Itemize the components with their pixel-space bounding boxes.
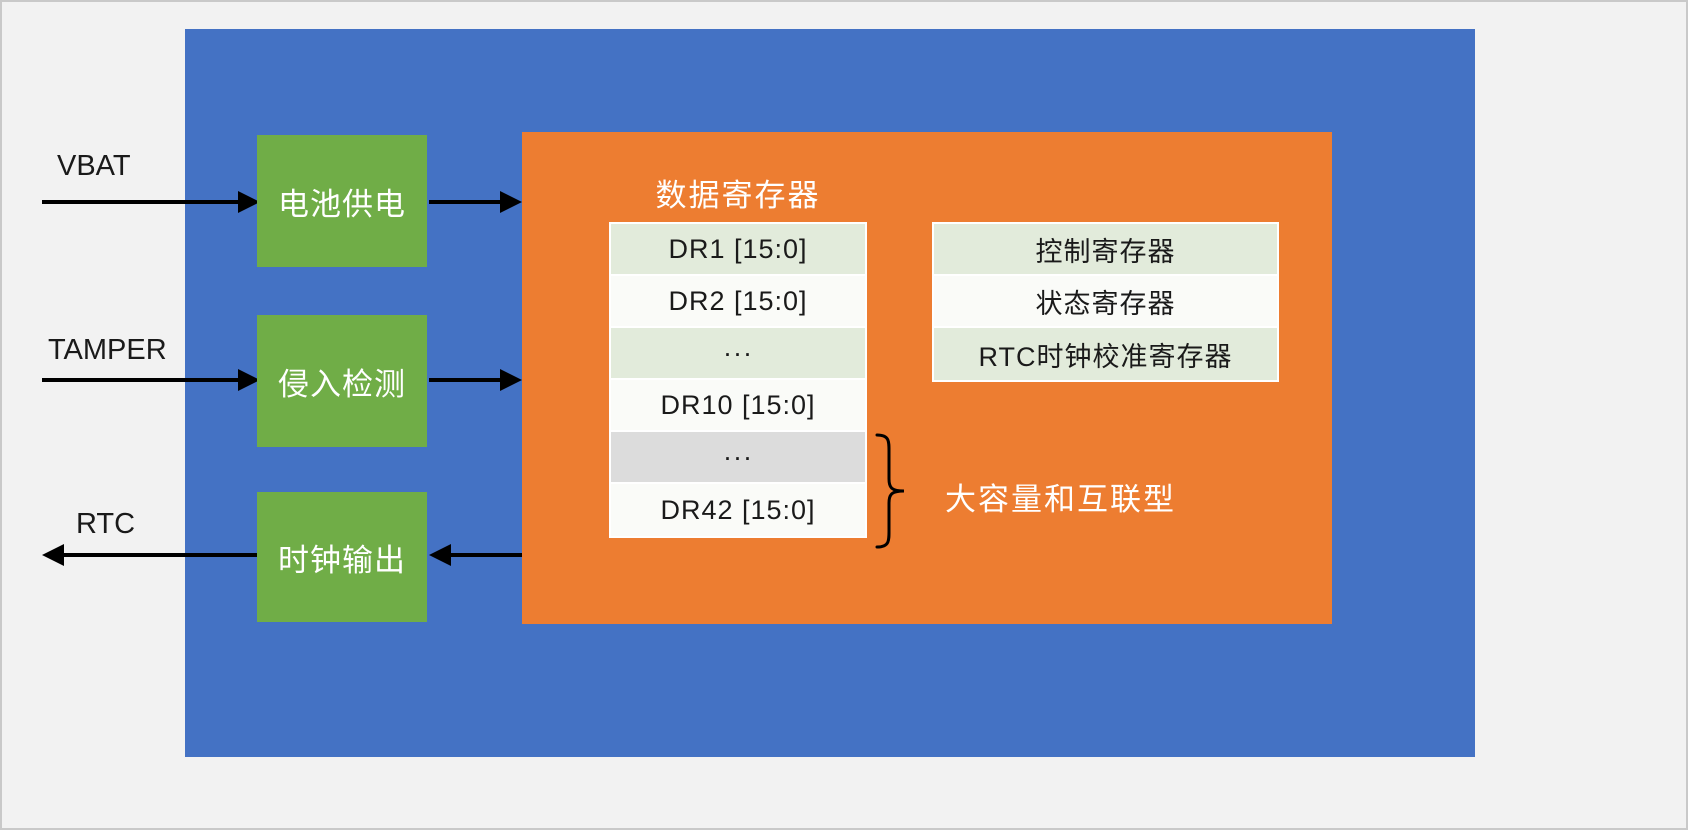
data-register-row: ··· (611, 328, 865, 380)
arrow-head-right-icon (238, 191, 260, 213)
tamper-detect-label: 侵入检测 (278, 366, 406, 402)
arrow-shaft (451, 553, 522, 557)
control-register-row: 控制寄存器 (934, 224, 1277, 276)
control-register-cell: RTC时钟校准寄存器 (978, 341, 1233, 372)
data-register-cell: DR42 [15:0] (660, 494, 816, 525)
vbat-arrow (42, 191, 260, 213)
vbat-label: VBAT (57, 150, 131, 182)
high-density-annotation: 大容量和互联型 (945, 482, 1176, 517)
tamper-to-core-arrow (429, 369, 522, 391)
control-registers-table: 控制寄存器 状态寄存器 RTC时钟校准寄存器 (932, 222, 1279, 382)
tamper-label: TAMPER (48, 334, 167, 366)
clock-output-block: 时钟输出 (257, 492, 427, 622)
battery-supply-block: 电池供电 (257, 135, 427, 267)
data-register-cell: DR2 [15:0] (668, 285, 808, 316)
core-to-clock-arrow (429, 544, 522, 566)
arrow-shaft (42, 378, 238, 382)
arrow-head-left-icon (42, 544, 64, 566)
arrow-shaft (64, 553, 260, 557)
rtc-label: RTC (76, 508, 136, 540)
data-register-cell: DR1 [15:0] (668, 233, 808, 264)
data-register-row: DR10 [15:0] (611, 380, 865, 432)
data-registers-table: DR1 [15:0] DR2 [15:0] ··· DR10 [15:0] ··… (609, 222, 867, 538)
data-register-row: DR2 [15:0] (611, 276, 865, 328)
arrow-head-right-icon (500, 369, 522, 391)
data-register-cell: DR10 [15:0] (660, 389, 816, 420)
data-registers-title: 数据寄存器 (655, 178, 821, 213)
arrow-head-right-icon (238, 369, 260, 391)
data-register-row: DR42 [15:0] (611, 484, 865, 536)
control-register-row: 状态寄存器 (934, 276, 1277, 328)
arrow-head-left-icon (429, 544, 451, 566)
control-register-row: RTC时钟校准寄存器 (934, 328, 1277, 380)
battery-supply-label: 电池供电 (278, 186, 406, 222)
tamper-detect-block: 侵入检测 (257, 315, 427, 447)
register-core-region: 数据寄存器 DR1 [15:0] DR2 [15:0] ··· DR10 [15… (522, 132, 1332, 624)
data-register-cell: ··· (723, 441, 753, 472)
arrow-shaft (429, 378, 500, 382)
arrow-shaft (429, 200, 500, 204)
arrow-head-right-icon (500, 191, 522, 213)
brace-icon (875, 433, 905, 549)
data-register-row: ··· (611, 432, 865, 484)
control-register-cell: 状态寄存器 (1035, 288, 1176, 319)
control-register-cell: 控制寄存器 (1035, 236, 1176, 267)
rtc-out-arrow (42, 544, 260, 566)
data-register-cell: ··· (723, 337, 753, 368)
clock-output-label: 时钟输出 (278, 542, 406, 578)
arrow-shaft (42, 200, 238, 204)
battery-to-core-arrow (429, 191, 522, 213)
data-register-row: DR1 [15:0] (611, 224, 865, 276)
tamper-arrow (42, 369, 260, 391)
